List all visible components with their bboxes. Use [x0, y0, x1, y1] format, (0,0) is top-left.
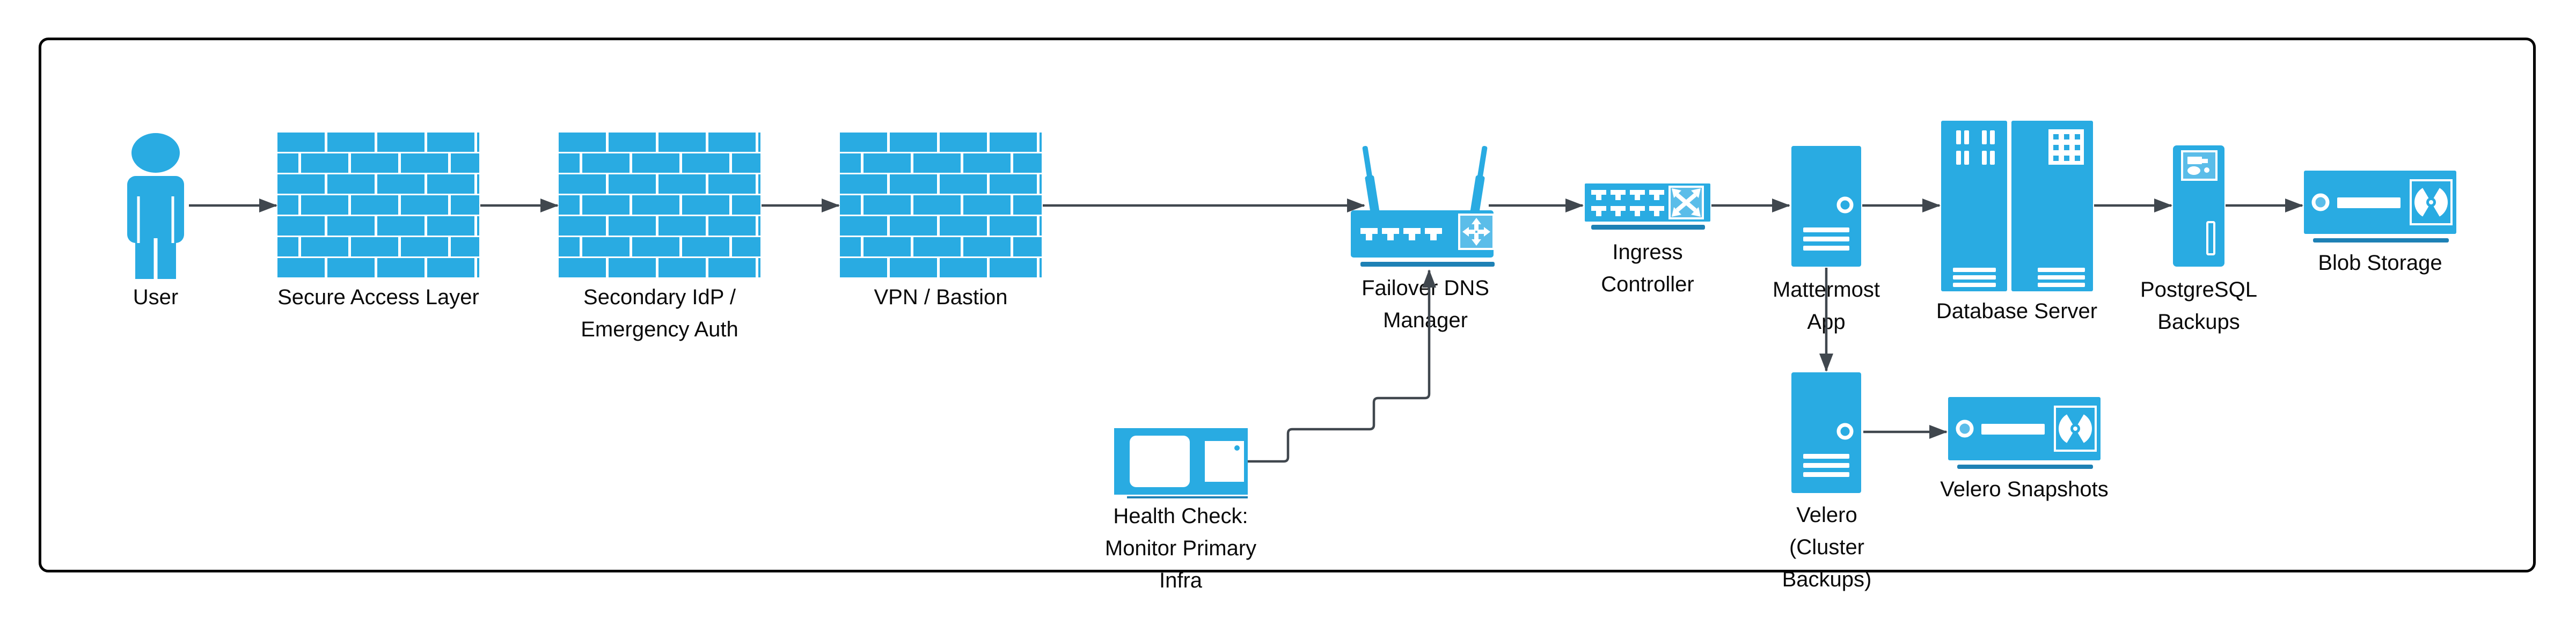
- server-tower-icon: [1791, 146, 1861, 267]
- storage-appliance-icon: [1948, 397, 2101, 469]
- server-rack-icon: [1941, 121, 2093, 291]
- switch-icon: [1585, 183, 1714, 232]
- node-label: Blob Storage: [2318, 251, 2442, 275]
- monitor-icon: [1114, 428, 1248, 499]
- backup-server-icon: [2173, 145, 2224, 267]
- node-label: Database Server: [1936, 299, 2098, 323]
- node-label: PostgreSQL Backups: [2140, 278, 2257, 334]
- storage-appliance-icon: [2304, 171, 2456, 242]
- node-label: Failover DNS Manager: [1362, 276, 1489, 332]
- node-label: Secondary IdP / Emergency Auth: [581, 285, 738, 341]
- server-tower-icon: [1791, 372, 1861, 493]
- firewall-icon: [840, 133, 1042, 279]
- user-icon: [121, 133, 191, 279]
- firewall-icon: [277, 133, 479, 279]
- node-label: Ingress Controller: [1601, 240, 1694, 296]
- node-label: Velero Snapshots: [1940, 477, 2109, 501]
- router-icon: [1350, 143, 1500, 267]
- node-label: User: [133, 285, 179, 309]
- firewall-icon: [559, 133, 760, 279]
- node-label: Mattermost App: [1772, 278, 1880, 334]
- node-label: VPN / Bastion: [874, 285, 1008, 309]
- node-label: Secure Access Layer: [277, 285, 479, 309]
- diagram-frame: [39, 38, 2536, 572]
- node-label: Health Check: Monitor Primary Infra: [1104, 504, 1257, 592]
- node-label: Velero (Cluster Backups): [1782, 503, 1872, 591]
